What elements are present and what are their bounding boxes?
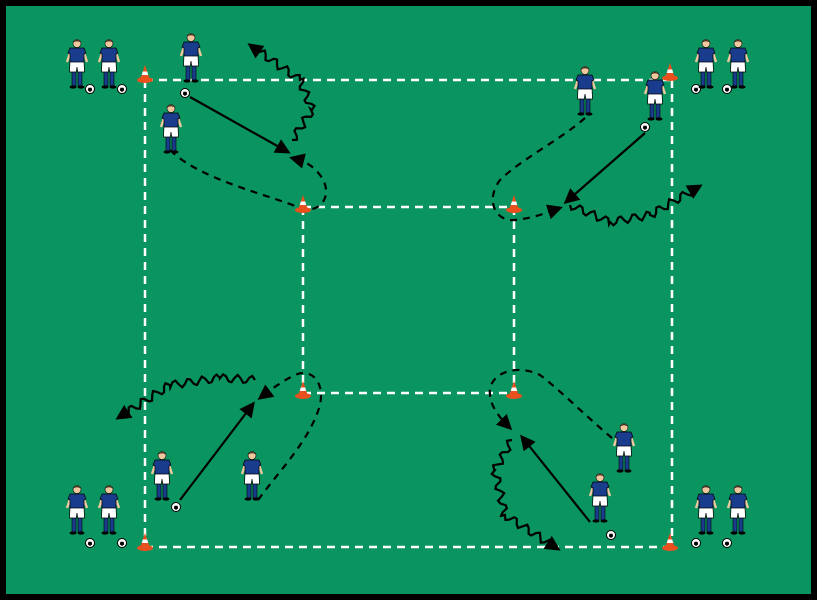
ball-icon bbox=[117, 538, 127, 548]
player-icon bbox=[240, 451, 264, 501]
pass-arrow bbox=[179, 401, 255, 501]
pass-arrow bbox=[563, 132, 646, 205]
dribble-arrow bbox=[115, 372, 256, 420]
ball-icon bbox=[640, 122, 650, 132]
cone-icon bbox=[662, 63, 678, 81]
cone-icon bbox=[137, 65, 153, 83]
player-icon bbox=[694, 39, 718, 89]
cone-icon bbox=[295, 381, 311, 399]
run-arrow bbox=[488, 368, 613, 439]
cone-icon bbox=[137, 533, 153, 551]
player-icon bbox=[726, 485, 750, 535]
ball-icon bbox=[117, 84, 127, 94]
ball-icon bbox=[606, 530, 616, 540]
ball-icon bbox=[85, 538, 95, 548]
player-icon bbox=[179, 33, 203, 83]
players-layer bbox=[65, 33, 750, 535]
player-icon bbox=[150, 451, 174, 501]
dribble-arrow bbox=[490, 438, 561, 551]
cone-icon bbox=[506, 195, 522, 213]
movement-arrows bbox=[115, 43, 703, 551]
ball-icon bbox=[180, 88, 190, 98]
player-icon bbox=[573, 66, 597, 116]
player-icon bbox=[643, 71, 667, 121]
player-icon bbox=[588, 473, 612, 523]
dribble-arrow bbox=[247, 43, 316, 142]
ball-icon bbox=[171, 502, 181, 512]
pass-arrow bbox=[520, 434, 591, 523]
balls-layer bbox=[85, 84, 732, 548]
ball-icon bbox=[722, 538, 732, 548]
cones-layer bbox=[137, 63, 678, 551]
run-arrow bbox=[169, 149, 328, 211]
run-arrow bbox=[257, 372, 323, 501]
ball-icon bbox=[85, 84, 95, 94]
player-icon bbox=[65, 39, 89, 89]
player-icon bbox=[97, 39, 121, 89]
player-icon bbox=[159, 104, 183, 154]
player-icon bbox=[612, 423, 636, 473]
ball-icon bbox=[691, 538, 701, 548]
cone-icon bbox=[506, 381, 522, 399]
inner-grid bbox=[301, 205, 516, 395]
ball-icon bbox=[722, 84, 732, 94]
cone-icon bbox=[295, 195, 311, 213]
player-icon bbox=[694, 485, 718, 535]
player-icon bbox=[65, 485, 89, 535]
player-icon bbox=[726, 39, 750, 89]
pass-arrow bbox=[189, 96, 291, 154]
dribble-arrow bbox=[568, 184, 703, 229]
player-icon bbox=[97, 485, 121, 535]
ball-icon bbox=[691, 84, 701, 94]
run-arrow bbox=[491, 117, 586, 222]
cone-icon bbox=[662, 533, 678, 551]
